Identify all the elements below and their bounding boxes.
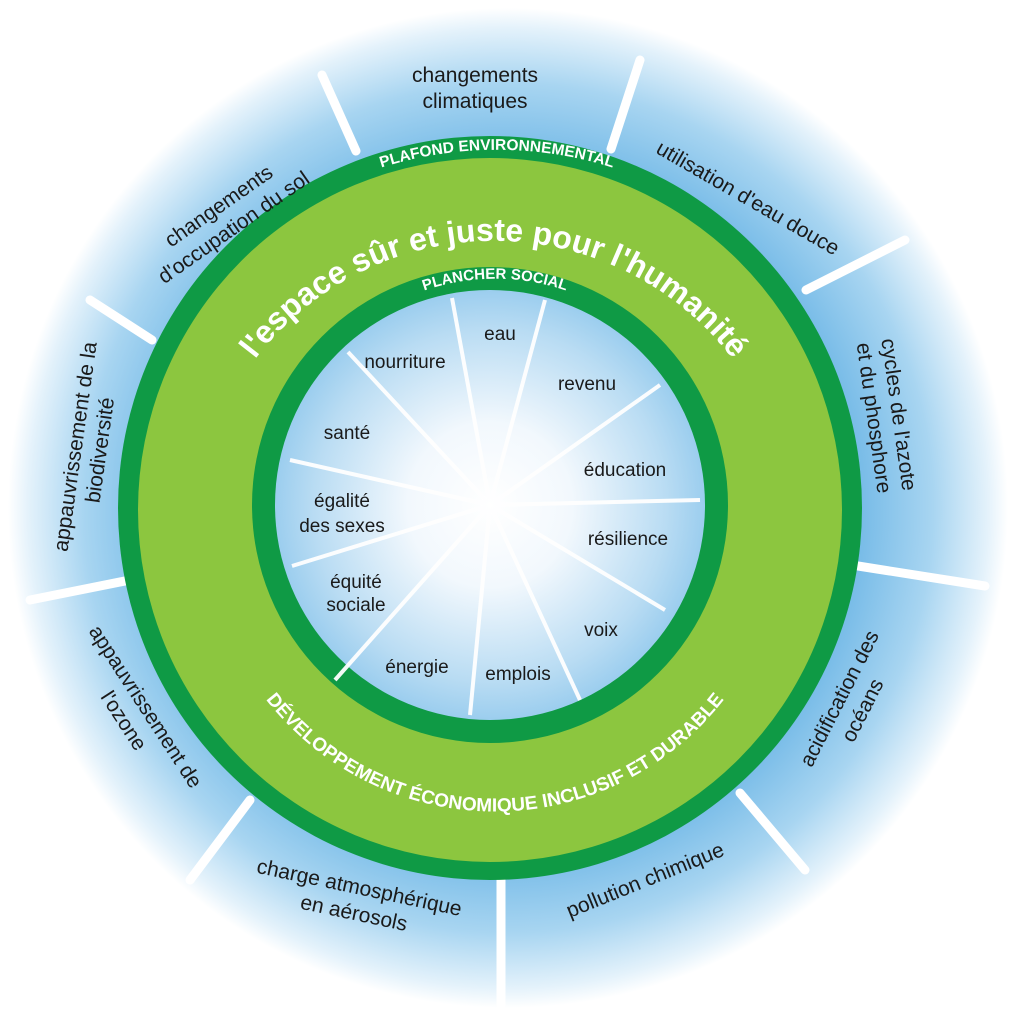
outer-sector-separators: [25, 55, 990, 1010]
label-line: climatiques: [422, 90, 527, 113]
ray-line: [488, 503, 667, 612]
separator-line: [606, 55, 645, 154]
label-jobs: emplois: [485, 664, 550, 685]
separator-line: [801, 235, 910, 295]
label-education: éducation: [584, 460, 666, 481]
separator-line: [853, 561, 990, 591]
label-equity-line1: équité: [330, 572, 382, 593]
ray-line: [346, 350, 492, 507]
ray-line: [289, 458, 491, 507]
label-health: santé: [324, 423, 370, 444]
ray-line: [291, 503, 491, 568]
label-line: changements: [412, 64, 538, 87]
label-resilience: résilience: [588, 529, 668, 550]
label-energy: énergie: [385, 657, 448, 678]
label-water: eau: [484, 324, 516, 345]
label-gender-line1: égalité: [314, 491, 370, 512]
ray-line: [333, 503, 492, 682]
label-voice: voix: [584, 620, 618, 641]
social-labels: eau revenu éducation résilience voix emp…: [299, 324, 668, 685]
ray-line: [488, 504, 582, 701]
ray-line: [488, 383, 662, 507]
label-income: revenu: [558, 374, 616, 395]
core-rays: [289, 297, 701, 716]
ray-line: [450, 297, 492, 506]
label-food: nourriture: [364, 352, 445, 373]
separator-line: [735, 788, 810, 875]
label-equity-line2: sociale: [326, 595, 385, 616]
label-gender-line2: des sexes: [299, 516, 385, 537]
separator-line: [25, 573, 145, 605]
ray-line: [468, 504, 492, 716]
separator-line: [85, 295, 157, 345]
separator-line: [317, 70, 361, 156]
ray-line: [489, 498, 701, 507]
label-climate: changements climatiques: [412, 64, 538, 113]
separator-line: [185, 795, 255, 885]
ray-line: [488, 299, 547, 506]
